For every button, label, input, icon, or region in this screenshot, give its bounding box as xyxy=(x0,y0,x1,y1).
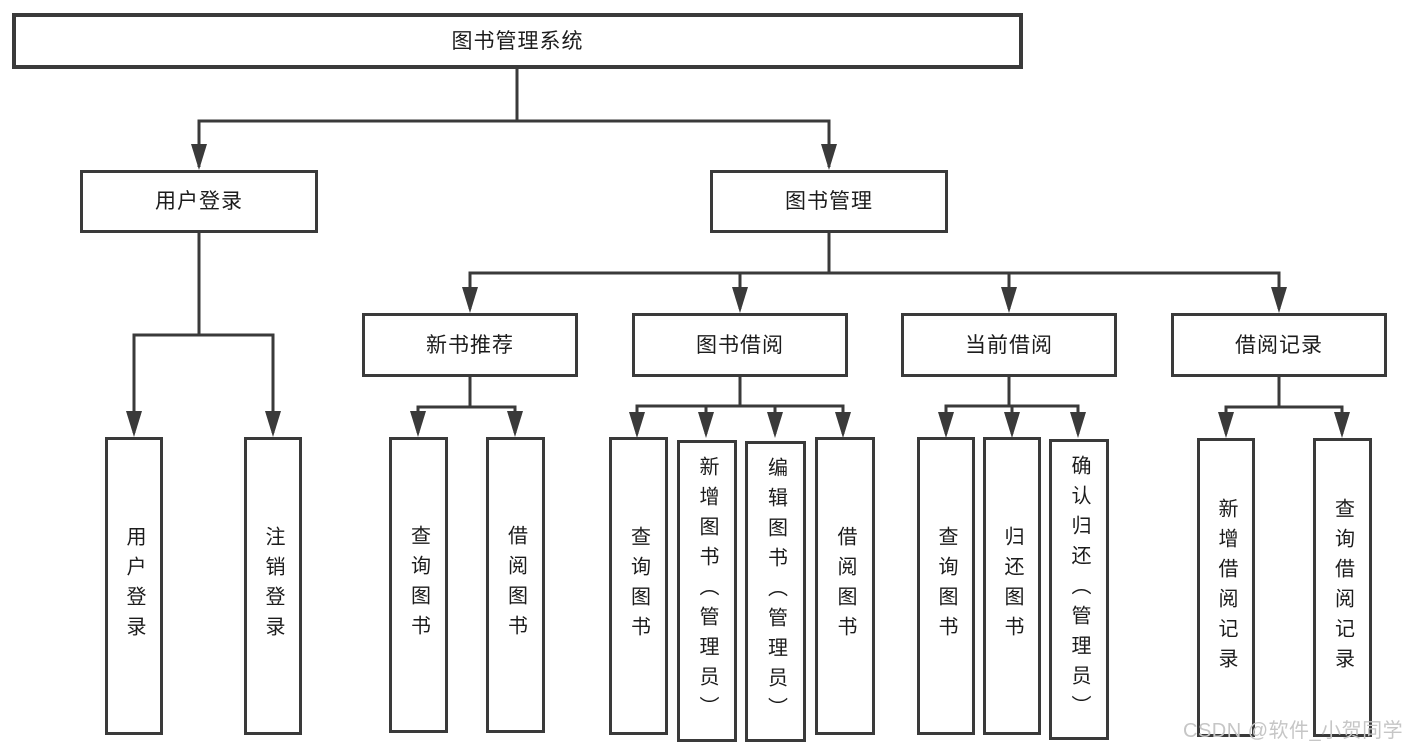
csdn-watermark: CSDN @软件_小贺同学 xyxy=(1183,720,1404,742)
leaf-user-login: 用户登录 xyxy=(105,437,163,735)
leaf-search-books-recommend: 查询图书 xyxy=(389,437,448,733)
leaf-label: 编辑图书（管理员） xyxy=(764,456,787,727)
leaf-borrow-books-recommend: 借阅图书 xyxy=(486,437,545,733)
leaf-label: 用户登录 xyxy=(123,526,145,646)
node-library-system: 图书管理系统 xyxy=(12,13,1023,69)
node-borrow-records: 借阅记录 xyxy=(1171,313,1387,377)
leaf-label: 注销登录 xyxy=(262,526,284,646)
leaf-label: 借阅图书 xyxy=(504,525,527,645)
node-label: 当前借阅 xyxy=(965,333,1053,357)
leaf-label: 借阅图书 xyxy=(834,526,856,646)
leaf-search-books-borrow: 查询图书 xyxy=(609,437,668,735)
leaf-edit-book-admin: 编辑图书（管理员） xyxy=(745,441,806,742)
leaf-borrow-books: 借阅图书 xyxy=(815,437,875,735)
leaf-label: 新增借阅记录 xyxy=(1215,497,1237,678)
node-new-book-recommend: 新书推荐 xyxy=(362,313,578,377)
leaf-confirm-return-admin: 确认归还（管理员） xyxy=(1049,439,1109,740)
leaf-search-borrow-record: 查询借阅记录 xyxy=(1313,438,1372,737)
arrowheads xyxy=(126,144,1350,438)
node-book-management: 图书管理 xyxy=(710,170,948,233)
node-label: 图书借阅 xyxy=(696,333,784,357)
leaf-label: 查询借阅记录 xyxy=(1331,497,1354,678)
node-label: 新书推荐 xyxy=(426,333,514,357)
node-label: 借阅记录 xyxy=(1235,333,1323,357)
leaf-label: 确认归还（管理员） xyxy=(1068,454,1090,725)
leaf-label: 查询图书 xyxy=(935,526,957,646)
leaf-logout: 注销登录 xyxy=(244,437,302,735)
leaf-label: 新增图书（管理员） xyxy=(696,456,718,726)
leaf-add-book-admin: 新增图书（管理员） xyxy=(677,440,737,742)
node-label: 用户登录 xyxy=(155,190,243,213)
leaf-search-books-current: 查询图书 xyxy=(917,437,975,735)
leaf-label: 查询图书 xyxy=(407,525,430,645)
leaf-return-book: 归还图书 xyxy=(983,437,1041,735)
node-label: 图书管理 xyxy=(785,190,873,213)
leaf-label: 查询图书 xyxy=(627,526,650,646)
node-current-borrow: 当前借阅 xyxy=(901,313,1117,377)
leaf-label: 归还图书 xyxy=(1001,526,1023,646)
leaf-add-borrow-record: 新增借阅记录 xyxy=(1197,438,1255,737)
node-user-login: 用户登录 xyxy=(80,170,318,233)
node-book-borrow: 图书借阅 xyxy=(632,313,848,377)
node-label: 图书管理系统 xyxy=(451,29,584,53)
